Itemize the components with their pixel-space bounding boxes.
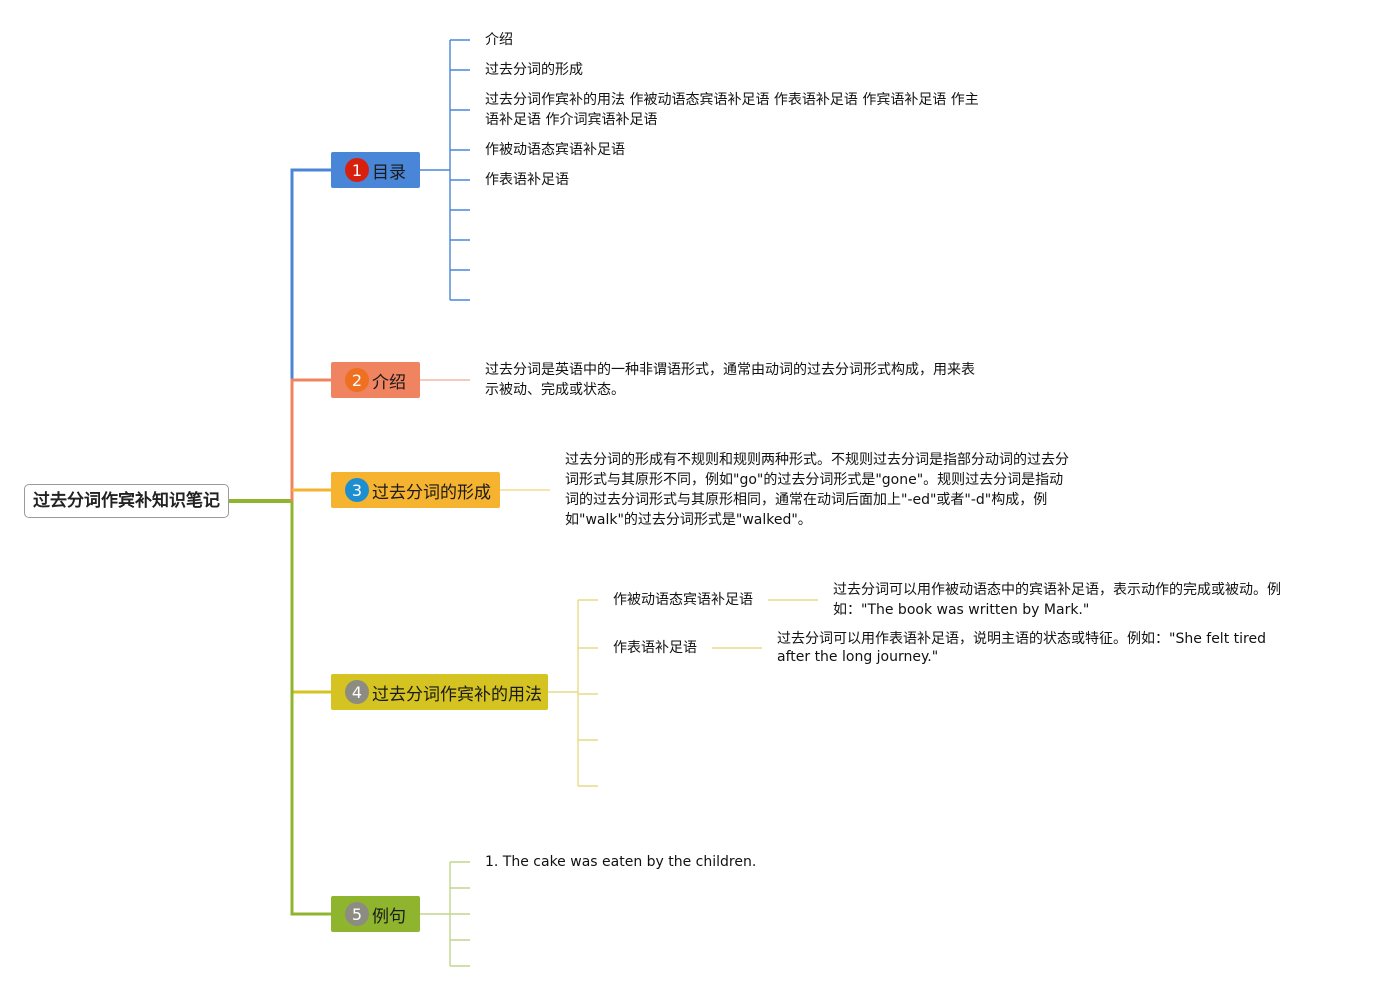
toc-item-predicative-complement[interactable]: 作表语补足语	[485, 172, 569, 188]
usage-item-passive-detail[interactable]: 过去分词可以用作被动语态中的宾语补足语，表示动作的完成或被动。例如："The b…	[833, 582, 1281, 618]
root-node[interactable]: 过去分词作宾补知识笔记	[24, 484, 229, 518]
toc-item-passive-complement[interactable]: 作被动语态宾语补足语	[485, 142, 625, 158]
topic-toc-label: 目录	[372, 162, 406, 183]
example-sentence-1[interactable]: 1. The cake was eaten by the children.	[485, 854, 757, 870]
toc-item-formation[interactable]: 过去分词的形成	[485, 62, 583, 78]
toc-item-usage[interactable]: 过去分词作宾补的用法 作被动语态宾语补足语 作表语补足语 作宾语补足语 作主语补…	[485, 92, 979, 128]
topic-examples[interactable]: 5 例句	[331, 896, 420, 932]
topic-formation[interactable]: 3 过去分词的形成	[331, 472, 500, 508]
topic-intro-label: 介绍	[372, 372, 406, 393]
topic-usage-label: 过去分词作宾补的用法	[372, 684, 542, 705]
formation-text[interactable]: 过去分词的形成有不规则和规则两种形式。不规则过去分词是指部分动词的过去分词形式与…	[565, 452, 1069, 528]
usage-item-passive-label[interactable]: 作被动语态宾语补足语	[613, 592, 753, 608]
number-badge-5: 5	[345, 902, 369, 926]
topic-formation-label: 过去分词的形成	[372, 482, 491, 503]
topic-examples-label: 例句	[372, 906, 406, 927]
toc-item-intro[interactable]: 介绍	[485, 32, 513, 48]
number-badge-2: 2	[345, 368, 369, 392]
usage-item-predicative-label[interactable]: 作表语补足语	[613, 640, 697, 656]
number-badge-4: 4	[345, 680, 369, 704]
topic-toc[interactable]: 1 目录	[331, 152, 420, 188]
intro-text[interactable]: 过去分词是英语中的一种非谓语形式，通常由动词的过去分词形式构成，用来表示被动、完…	[485, 362, 975, 398]
usage-item-predicative-detail[interactable]: 过去分词可以用作表语补足语，说明主语的状态或特征。例如："She felt ti…	[777, 631, 1266, 665]
topic-usage[interactable]: 4 过去分词作宾补的用法	[331, 674, 548, 710]
topic-intro[interactable]: 2 介绍	[331, 362, 420, 398]
number-badge-1: 1	[345, 158, 369, 182]
number-badge-3: 3	[345, 478, 369, 502]
